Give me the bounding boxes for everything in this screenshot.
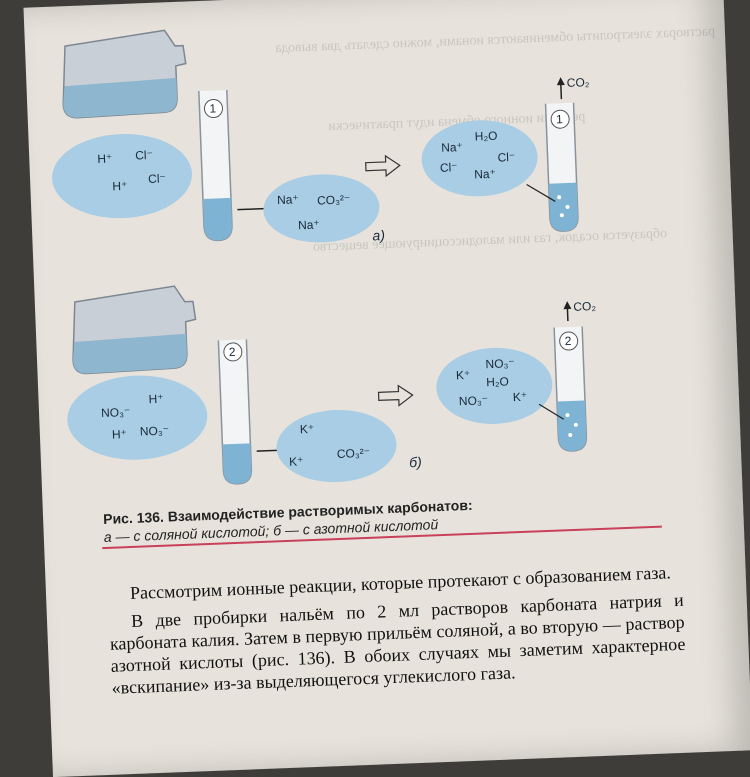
tube-b-result-number: 2	[564, 334, 572, 348]
test-tube-a: 1	[198, 89, 233, 242]
ion-b-acid-3: NO₃⁻	[140, 423, 170, 438]
acid-ions-cloud-b	[67, 375, 208, 460]
ion-a-res-1: H₂O	[474, 129, 497, 144]
result-ions-cloud-a	[421, 120, 538, 197]
part-b-letter: б)	[409, 454, 422, 470]
ion-b-acid-1: H⁺	[148, 392, 164, 407]
textbook-page: растворах электролиты обмениваются ионам…	[23, 0, 750, 777]
paragraph-2: В две пробирки нальём по 2 мл растворов …	[109, 589, 686, 698]
body-text: Рассмотрим ионные реакции, которые проте…	[108, 561, 687, 705]
gas-label-b: CO₂	[573, 299, 597, 314]
ion-b-salt-2: CO₃²⁻	[337, 446, 371, 461]
tube-b-number: 2	[229, 345, 237, 359]
ion-a-acid-2: H⁺	[112, 179, 128, 194]
figure-136: H⁺ Cl⁻ H⁺ Cl⁻ 1 Na⁺ CO₃²⁻ Na⁺ Na⁺ H₂O Cl…	[52, 29, 597, 485]
ion-a-res-3: Cl⁻	[497, 150, 515, 165]
ion-b-salt-0: K⁺	[300, 422, 315, 437]
ion-b-res-0: K⁺	[456, 368, 471, 383]
ion-a-acid-3: Cl⁻	[148, 171, 166, 186]
reaction-arrow-a	[365, 154, 401, 178]
test-tube-b-result: 2 CO₂	[538, 299, 597, 452]
ion-a-salt-1: CO₃²⁻	[317, 192, 351, 207]
ion-b-res-4: K⁺	[513, 390, 528, 405]
ion-a-res-2: Cl⁻	[440, 160, 458, 175]
salt-ions-cloud-a	[263, 174, 380, 243]
flask-b	[72, 285, 197, 375]
test-tube-b: 2	[217, 339, 253, 485]
test-tube-a-result: 1 CO₂	[526, 75, 590, 232]
acid-ions-cloud-a	[52, 134, 192, 219]
salt-ions-cloud-b	[276, 409, 397, 483]
ion-b-res-1: NO₃⁻	[485, 356, 515, 371]
ion-b-res-2: H₂O	[486, 374, 509, 389]
ion-a-salt-0: Na⁺	[277, 192, 299, 207]
tube-a-number: 1	[209, 101, 217, 115]
flask-a	[62, 29, 187, 119]
tube-a-result-number: 1	[556, 112, 564, 126]
ion-a-salt-2: Na⁺	[298, 218, 320, 233]
gas-label-a: CO₂	[566, 75, 590, 90]
ion-a-res-0: Na⁺	[441, 140, 463, 155]
reaction-arrow-b	[377, 384, 414, 407]
ion-b-acid-0: NO₃⁻	[101, 405, 131, 420]
part-a-letter: а)	[372, 227, 385, 243]
ion-a-res-4: Na⁺	[474, 167, 496, 182]
ion-a-acid-1: Cl⁻	[135, 148, 153, 163]
ion-b-acid-2: H⁺	[112, 427, 128, 442]
ion-b-salt-1: K⁺	[289, 454, 304, 469]
ion-a-acid-0: H⁺	[97, 151, 113, 166]
ion-b-res-3: NO₃⁻	[459, 393, 489, 408]
result-ions-cloud-b	[436, 347, 553, 424]
